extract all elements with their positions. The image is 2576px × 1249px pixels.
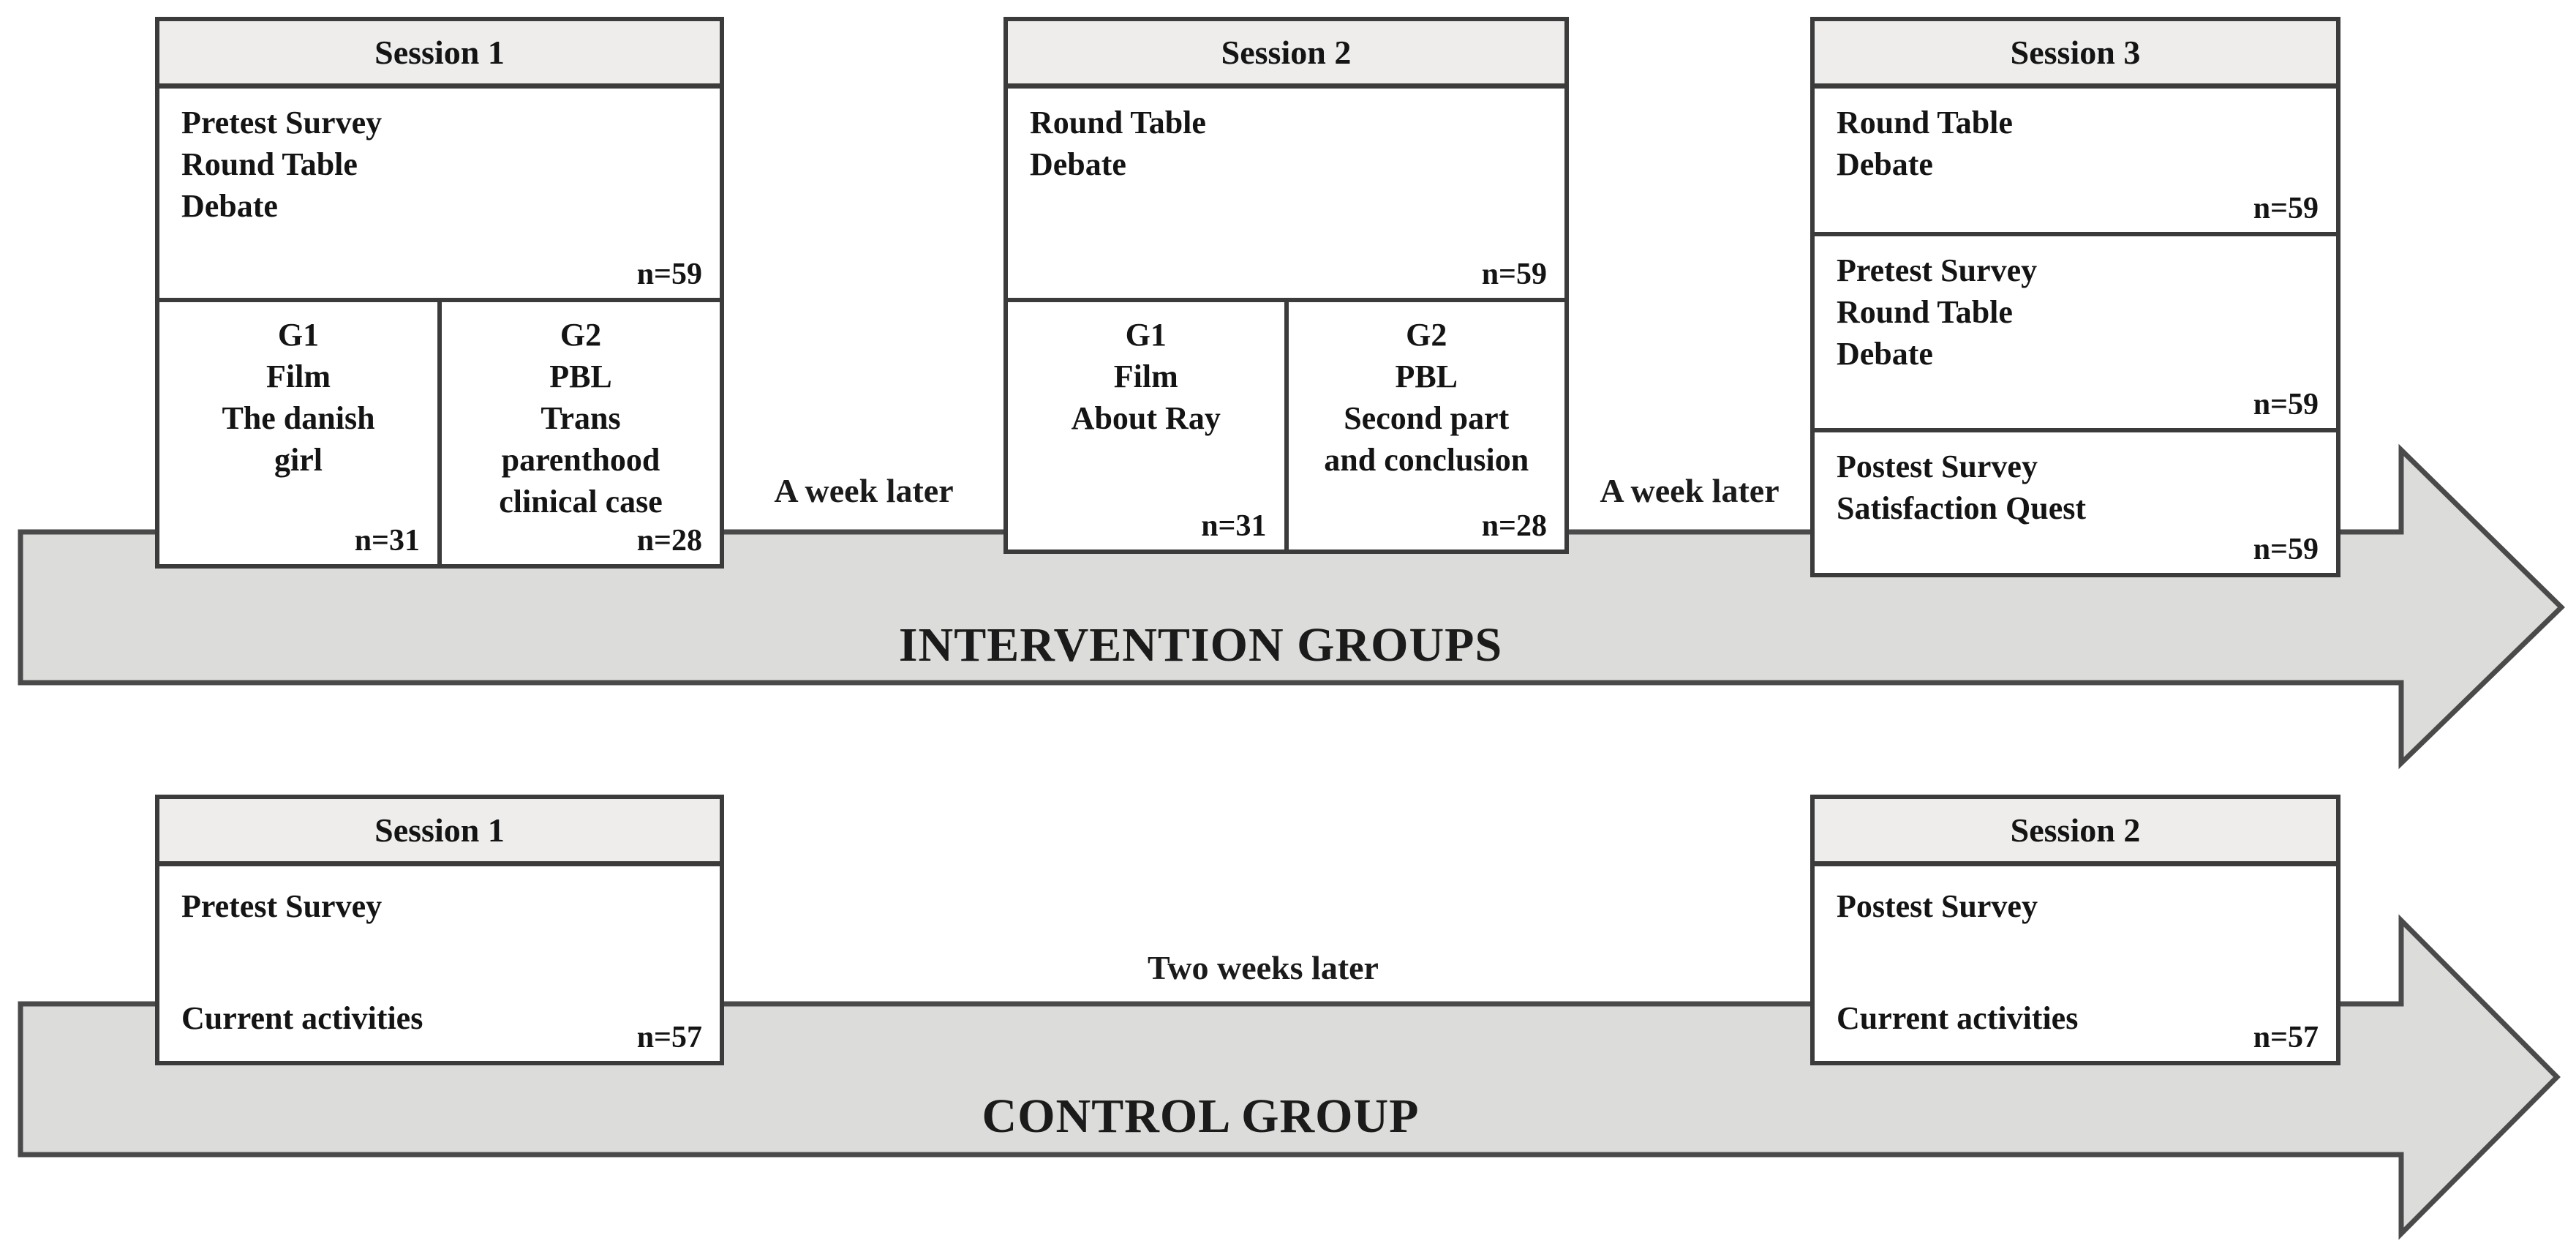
- activity-line: Debate: [181, 188, 278, 224]
- sample-size-label: n=59: [636, 258, 702, 291]
- group-row: G1 Film The danish girl n=31 G2 PBL Tran…: [159, 302, 720, 564]
- activity-line: Current activities: [181, 1000, 423, 1036]
- sample-size-label: n=28: [1481, 509, 1547, 543]
- session3-panel-3: Postest Survey Satisfaction Quest n=59: [1815, 432, 2336, 573]
- group-line: About Ray: [1071, 400, 1221, 436]
- group-line: clinical case: [499, 484, 663, 520]
- group-row: G1 Film About Ray n=31 G2 PBL Second par…: [1008, 302, 1564, 550]
- sample-size-label: n=57: [2253, 1021, 2319, 1054]
- activity-line: Debate: [1030, 146, 1126, 182]
- activity-line: Pretest Survey: [181, 888, 383, 924]
- session1-activities-panel: Pretest Survey Round Table Debate n=59: [159, 89, 720, 302]
- group2-cell: G2 PBL Trans parenthood clinical case n=…: [437, 302, 720, 564]
- group-line: and conclusion: [1324, 442, 1529, 478]
- group1-cell: G1 Film The danish girl n=31: [159, 302, 437, 564]
- activity-line: Round Table: [1837, 294, 2013, 330]
- activity-line: Round Table: [181, 146, 358, 182]
- control-group-label: CONTROL GROUP: [982, 1089, 1420, 1143]
- activity-line: Postest Survey: [1837, 888, 2038, 924]
- group-line: G2: [1406, 317, 1447, 353]
- intervention-session2-box: Session 2 Round Table Debate n=59 G1 Fil…: [1003, 17, 1569, 554]
- week-later-label-2: A week later: [1600, 472, 1780, 509]
- activity-line: Debate: [1837, 146, 1933, 182]
- group-line: Trans: [541, 400, 621, 436]
- group1-cell: G1 Film About Ray n=31: [1008, 302, 1284, 550]
- activity-line: Current activities: [1837, 1000, 2079, 1036]
- sample-size-label: n=59: [2253, 388, 2319, 421]
- group-line: Film: [1113, 359, 1178, 394]
- group-line: G2: [560, 317, 602, 353]
- sample-size-label: n=31: [354, 524, 420, 558]
- group2-cell: G2 PBL Second part and conclusion n=28: [1284, 302, 1565, 550]
- sample-size-label: n=59: [2253, 192, 2319, 225]
- group-line: parenthood: [501, 442, 660, 478]
- intervention-session3-box: Session 3 Round Table Debate n=59 Pretes…: [1810, 17, 2340, 577]
- week-later-label-1: A week later: [774, 472, 954, 509]
- activity-line: Satisfaction Quest: [1837, 490, 2086, 526]
- sample-size-label: n=28: [636, 524, 702, 558]
- session3-panel-2: Pretest Survey Round Table Debate n=59: [1815, 236, 2336, 432]
- sample-size-label: n=31: [1201, 509, 1267, 543]
- sample-size-label: n=59: [2253, 533, 2319, 566]
- session-header: Session 1: [159, 799, 720, 866]
- group-line: PBL: [1395, 359, 1458, 394]
- activity-line: Round Table: [1837, 105, 2013, 140]
- activity-line: Pretest Survey: [181, 105, 383, 140]
- control-session1-panel: Pretest Survey Current activities n=57: [159, 866, 720, 1061]
- intervention-session1-box: Session 1 Pretest Survey Round Table Deb…: [155, 17, 724, 569]
- intervention-groups-label: INTERVENTION GROUPS: [898, 618, 1503, 672]
- session-header: Session 3: [1815, 21, 2336, 89]
- sample-size-label: n=57: [636, 1021, 702, 1054]
- session-header: Session 1: [159, 21, 720, 89]
- group-line: Second part: [1344, 400, 1510, 436]
- session-header: Session 2: [1008, 21, 1564, 89]
- two-weeks-later-label: Two weeks later: [1148, 949, 1379, 986]
- sample-size-label: n=59: [1481, 258, 1547, 291]
- group-line: G1: [277, 317, 320, 353]
- group-line: The danish: [222, 400, 375, 436]
- activity-line: Pretest Survey: [1837, 252, 2038, 288]
- session2-activities-panel: Round Table Debate n=59: [1008, 89, 1564, 302]
- session-header: Session 2: [1815, 799, 2336, 866]
- activity-line: Postest Survey: [1837, 449, 2038, 484]
- control-session1-box: Session 1 Pretest Survey Current activit…: [155, 795, 724, 1065]
- intervention-arrow: [18, 443, 2566, 770]
- control-session2-box: Session 2 Postest Survey Current activit…: [1810, 795, 2340, 1065]
- group-line: Film: [266, 359, 331, 394]
- control-session2-panel: Postest Survey Current activities n=57: [1815, 866, 2336, 1061]
- activity-line: Debate: [1837, 336, 1933, 372]
- control-arrow: [18, 914, 2561, 1240]
- group-line: PBL: [549, 359, 612, 394]
- session3-panel-1: Round Table Debate n=59: [1815, 89, 2336, 236]
- activity-line: Round Table: [1030, 105, 1206, 140]
- group-line: girl: [274, 442, 323, 478]
- group-line: G1: [1125, 317, 1167, 353]
